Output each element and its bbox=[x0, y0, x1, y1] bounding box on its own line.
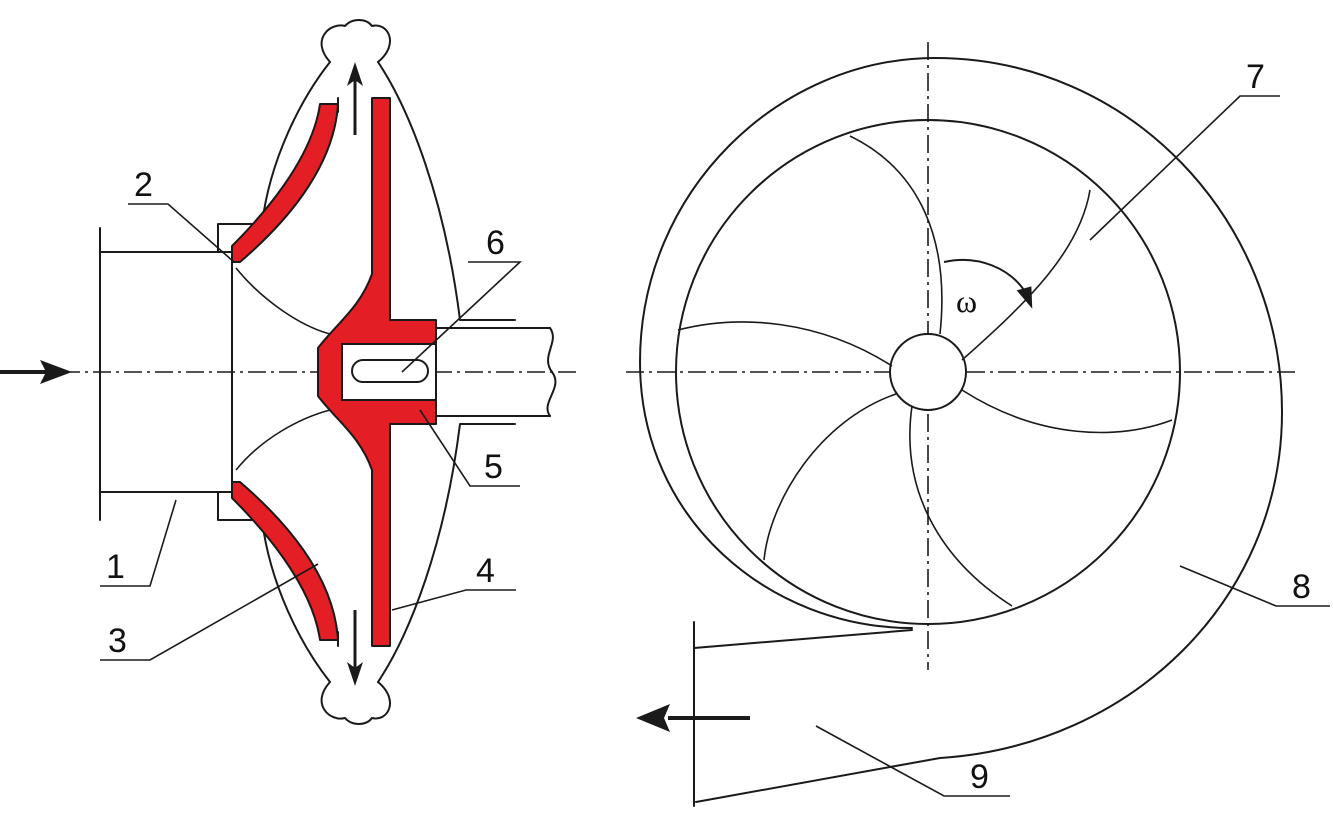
outlet-flow-arrow bbox=[636, 704, 750, 732]
omega-label: ω bbox=[956, 283, 977, 319]
shaft bbox=[435, 327, 557, 417]
leader-2 bbox=[128, 203, 235, 263]
label-4: 4 bbox=[476, 552, 495, 590]
discharge-arrow-up bbox=[347, 62, 363, 135]
front-shroud-top bbox=[231, 103, 339, 263]
label-3: 3 bbox=[108, 622, 127, 660]
blade bbox=[961, 389, 1173, 434]
axial-section-view: 2 6 5 1 4 3 bbox=[0, 19, 580, 725]
discharge-pipe bbox=[693, 621, 913, 807]
blade bbox=[677, 321, 893, 367]
blade bbox=[763, 393, 897, 561]
shaft-key bbox=[351, 359, 429, 383]
impeller-blades bbox=[677, 135, 1173, 607]
impeller-outer-circle bbox=[675, 119, 1181, 625]
label-5: 5 bbox=[484, 448, 503, 486]
leader-9 bbox=[815, 725, 1010, 797]
suction-pipe bbox=[99, 227, 233, 521]
leader-6 bbox=[401, 261, 523, 373]
blade bbox=[849, 135, 943, 335]
rotation-direction-arrow bbox=[943, 258, 1033, 309]
blade bbox=[961, 189, 1091, 361]
leader-5 bbox=[419, 409, 520, 487]
label-8: 8 bbox=[1292, 568, 1311, 606]
label-2: 2 bbox=[134, 166, 153, 204]
leader-3 bbox=[100, 563, 319, 661]
leader-8 bbox=[1179, 565, 1330, 607]
impeller-eye-curve-top bbox=[235, 267, 331, 335]
volute-spiral-casing bbox=[639, 57, 1283, 803]
inlet-flow-arrow bbox=[0, 360, 72, 384]
front-shroud-bottom bbox=[231, 481, 339, 641]
label-1: 1 bbox=[106, 548, 125, 586]
discharge-arrow-down bbox=[347, 610, 363, 686]
blade bbox=[909, 405, 1013, 607]
label-6: 6 bbox=[486, 224, 505, 262]
radial-section-view: ω 7 8 9 bbox=[626, 42, 1330, 807]
leader-4 bbox=[391, 589, 516, 611]
impeller-hub bbox=[889, 333, 967, 411]
leader-1 bbox=[100, 499, 177, 587]
label-9: 9 bbox=[970, 758, 989, 796]
label-7: 7 bbox=[1246, 58, 1265, 96]
leader-7 bbox=[1089, 95, 1280, 241]
volute-section-bottom bbox=[320, 681, 391, 725]
volute-section-top bbox=[320, 19, 391, 63]
impeller-eye-curve-bottom bbox=[235, 409, 331, 471]
